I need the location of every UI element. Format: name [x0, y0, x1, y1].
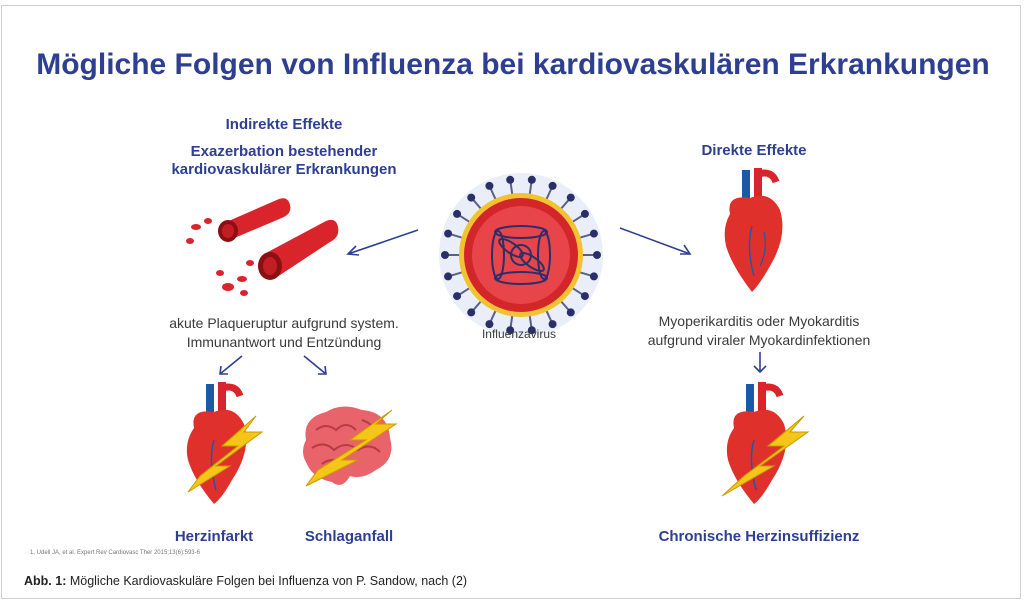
blood-cells: [186, 218, 254, 296]
virus-spike-head: [453, 292, 462, 301]
virus-spike-head: [566, 193, 575, 202]
schlaganfall-label: Schlaganfall: [304, 528, 394, 545]
virus-spike-head: [467, 308, 476, 317]
virus-spike-head: [548, 181, 557, 190]
reference-note: 1. Udell JA, et al. Expert Rev Cardiovas…: [30, 550, 200, 556]
vessel-tube-lower: [258, 219, 339, 280]
arrow-to-schlaganfall: [303, 355, 327, 375]
caption-label: Abb. 1:: [24, 574, 67, 588]
virus-spike-head: [444, 272, 453, 281]
myocarditis-line2: aufgrund viraler Myokardinfektionen: [647, 332, 871, 348]
virus-spike-head: [506, 326, 515, 335]
brain-stroke-image: [303, 406, 398, 487]
diagram-title: Mögliche Folgen von Influenza bei kardio…: [36, 48, 990, 81]
virus-spike-head: [593, 251, 601, 259]
virus-spike-head: [548, 320, 557, 329]
virus-spike-head: [566, 308, 575, 317]
influenza-virus-image: [439, 173, 603, 337]
blood-vessel-image: [186, 198, 339, 296]
indirect-effects-heading: Indirekte Effekte: [225, 116, 343, 133]
virus-label: Influenzavirus: [481, 327, 557, 341]
vessel-tube-upper: [218, 198, 291, 242]
virus-spike-head: [589, 272, 598, 281]
heart-failure-image: [721, 382, 810, 504]
virus-spike-head: [453, 209, 462, 218]
plaque-rupture-line1: akute Plaqueruptur aufgrund system.: [169, 315, 399, 331]
lightning-icon: [721, 415, 810, 497]
diagram-panel: Mögliche Folgen von Influenza bei kardio…: [24, 28, 1002, 568]
virus-spike-head: [485, 320, 494, 329]
lightning-icon: [305, 409, 398, 487]
arrow-to-herzinfarkt: [219, 355, 243, 375]
virus-spikes: [441, 175, 601, 335]
virus-spike-head: [580, 209, 589, 218]
virus-spike-head: [444, 229, 453, 238]
virus-spike-head: [467, 193, 476, 202]
arrow-to-indirect: [346, 229, 419, 256]
myocarditis-line1: Myoperikarditis oder Myokarditis: [658, 313, 860, 329]
herzinfarkt-label: Herzinfarkt: [174, 528, 254, 545]
virus-spike-head: [527, 175, 536, 184]
direct-effects-heading: Direkte Effekte: [701, 142, 807, 159]
chronic-heart-failure-label: Chronische Herzinsuffizienz: [658, 528, 860, 545]
exacerbation-line2: kardiovaskulärer Erkrankungen: [171, 161, 397, 178]
virus-spike-head: [485, 181, 494, 190]
virus-spike-head: [441, 251, 449, 259]
figure-caption: Abb. 1: Mögliche Kardiovaskuläre Folgen …: [24, 574, 467, 588]
figure-frame: Mögliche Folgen von Influenza bei kardio…: [1, 5, 1021, 599]
virus-spike-head: [506, 175, 515, 184]
heart-image: [724, 168, 783, 292]
virus-spike-head: [589, 229, 598, 238]
arrow-to-direct: [619, 227, 692, 255]
lightning-icon: [187, 415, 264, 493]
virus-rna-coils: [491, 225, 551, 285]
virus-spike-head: [527, 326, 536, 335]
plaque-rupture-line2: Immunantwort und Entzündung: [186, 334, 382, 350]
exacerbation-line1: Exazerbation bestehender: [190, 143, 378, 160]
heart-infarct-image: [186, 382, 264, 504]
arrow-to-chronic: [753, 352, 767, 374]
caption-text: Mögliche Kardiovaskuläre Folgen bei Infl…: [66, 574, 468, 588]
virus-spike-head: [580, 292, 589, 301]
